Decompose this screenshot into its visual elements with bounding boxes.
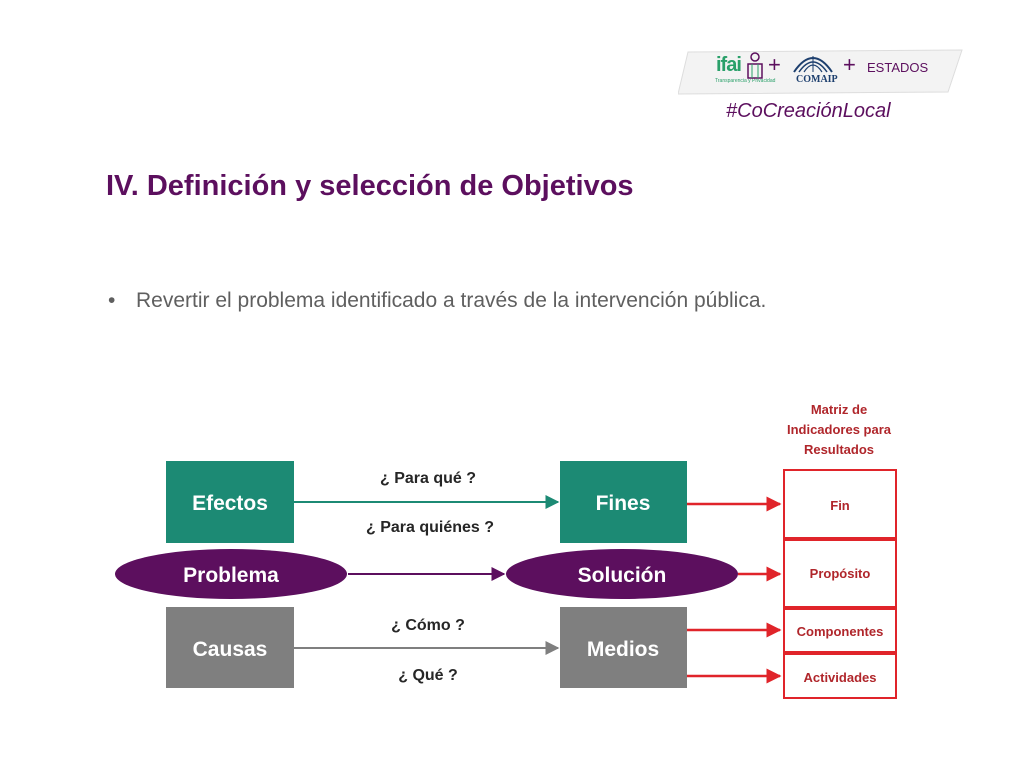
matrix-title-line-3: Resultados	[804, 442, 874, 457]
question-que: ¿ Qué ?	[398, 667, 458, 684]
matrix-fin-label: Fin	[830, 498, 850, 513]
solucion-ellipse	[506, 549, 738, 599]
bullet-text: Revertir el problema identificado a trav…	[136, 289, 767, 312]
ifai-logo: ifai	[716, 54, 742, 76]
plus-sign-2: +	[843, 52, 856, 77]
bullet-symbol: •	[108, 289, 116, 312]
matrix-title-line-2: Indicadores para	[787, 422, 892, 437]
medios-box	[560, 607, 687, 688]
solucion-label: Solución	[578, 564, 667, 587]
matrix-fin-cell	[783, 469, 897, 539]
header-banner	[678, 48, 964, 96]
causas-box	[166, 607, 294, 688]
family-icon	[747, 52, 763, 79]
plus-sign-1: +	[768, 52, 781, 77]
bullet-item: • Revertir el problema identificado a tra…	[108, 289, 766, 313]
comaip-logo: COMAIP	[796, 74, 838, 85]
medios-label: Medios	[587, 638, 659, 661]
matrix-actividades-cell	[783, 653, 897, 699]
comaip-emblem-icon	[793, 56, 833, 73]
matrix-componentes-cell	[783, 608, 897, 653]
matrix-componentes-label: Componentes	[797, 624, 884, 639]
ifai-logo-subtitle: Transparencia y Privacidad	[715, 78, 776, 84]
causas-label: Causas	[193, 638, 268, 661]
problema-label: Problema	[183, 564, 279, 587]
slide-title: IV. Definición y selección de Objetivos	[106, 170, 634, 202]
matrix-actividades-label: Actividades	[804, 670, 877, 685]
fines-box	[560, 461, 687, 543]
matrix-proposito-label: Propósito	[810, 566, 871, 581]
hashtag: #CoCreaciónLocal	[726, 100, 891, 122]
question-para-quienes: ¿ Para quiénes ?	[366, 519, 494, 536]
question-para-que: ¿ Para qué ?	[380, 470, 476, 487]
matrix-title-line-1: Matriz de	[811, 402, 867, 417]
problema-ellipse	[115, 549, 347, 599]
efectos-box	[166, 461, 294, 543]
banner-shape	[678, 49, 963, 95]
fines-label: Fines	[596, 492, 651, 515]
question-como: ¿ Cómo ?	[391, 617, 465, 634]
matrix-proposito-cell	[783, 539, 897, 608]
estados-label: ESTADOS	[867, 60, 929, 75]
efectos-label: Efectos	[192, 492, 268, 515]
